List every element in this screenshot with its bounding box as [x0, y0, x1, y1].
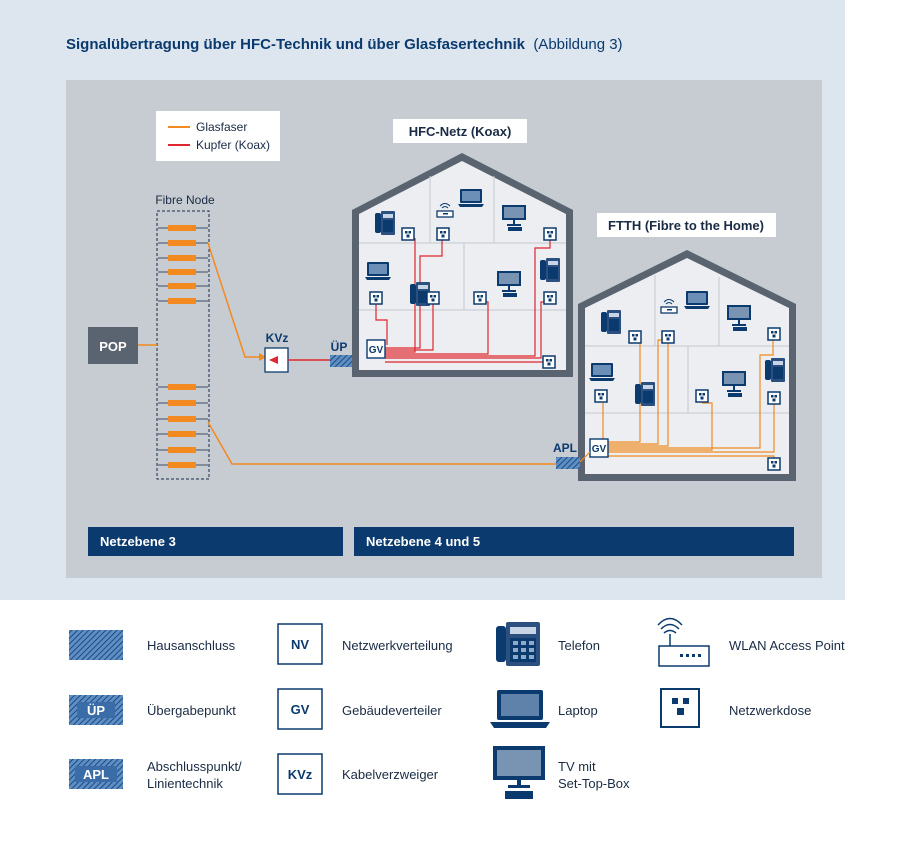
house-ftth-laptop-icon: [589, 363, 615, 381]
house-hfc-jack-icon: [543, 227, 557, 241]
house-hfc-jack-icon: [426, 291, 440, 305]
gv-icon: [277, 688, 323, 730]
apl-legend-code: APL: [83, 767, 109, 782]
house-ftth-jack-icon: [661, 330, 675, 344]
fiber-legend-label: Glasfaser: [196, 120, 247, 134]
nv-icon: [277, 623, 323, 665]
fiber-to-kvz: [207, 242, 265, 358]
netzwerkdose-label: Netzwerkdose: [729, 703, 812, 718]
netzebene-45-band: [354, 527, 794, 556]
tv-label-line2: Set-Top-Box: [558, 776, 630, 791]
house-hfc-laptop-icon: [458, 189, 484, 207]
house-hfc-copper-lines: [375, 236, 551, 363]
line-legend-box: [156, 111, 280, 161]
house-ftth-phone-icon: [635, 382, 655, 406]
house-hfc-jack-icon: [473, 291, 487, 305]
uebergabepunkt-label: Übergabepunkt: [147, 703, 236, 718]
copper-legend-label: Kupfer (Koax): [196, 138, 270, 152]
pop-box: [88, 327, 138, 364]
up-hatch: [330, 355, 355, 367]
house-hfc-jack-icon: [543, 291, 557, 305]
up-legend-code: ÜP: [87, 703, 105, 718]
tv-icon: [493, 746, 545, 799]
house-ftth-jack-icon: [594, 389, 608, 403]
fibre-node-box: [156, 210, 210, 480]
apl-legend-label-line2: Linientechnik: [147, 776, 223, 791]
netzebene-45-label: Netzebene 4 und 5: [366, 534, 480, 549]
house-ftth-jack-icon: [767, 391, 781, 405]
fibre-node-connectors: [158, 227, 208, 466]
house-hfc-jack-icon: [369, 291, 383, 305]
fiber-arrow: [259, 353, 266, 361]
apl-hatch: [556, 457, 580, 469]
kvz-label: KVz: [266, 331, 289, 345]
house-ftth-gv-label: GV: [592, 444, 607, 455]
netzwerkdose-icon: [660, 688, 700, 728]
house-ftth-phone-icon: [601, 310, 621, 334]
house-ftth-phone-icon: [765, 358, 785, 382]
nv-legend-code: NV: [291, 637, 309, 652]
fibre-node-ports-lower: [168, 384, 196, 468]
up-label: ÜP: [331, 339, 348, 354]
house-hfc-gv-box: [366, 339, 386, 359]
fiber-to-apl: [207, 421, 556, 465]
figure-title-bold: Signalübertragung über HFC-Technik und ü…: [66, 36, 525, 53]
kvz-arrow: [269, 356, 278, 364]
apl-label: APL: [553, 441, 577, 455]
house-ftth-jack-icon: [628, 330, 642, 344]
pop-label: POP: [99, 339, 127, 354]
house-ftth-jack-icon: [695, 389, 709, 403]
fiber-apl-to-gv: [579, 451, 591, 463]
nv-label: Netzwerkverteilung: [342, 638, 453, 653]
house-hfc-walls: [359, 176, 566, 311]
kvz-legend-code: KVz: [288, 767, 313, 782]
laptop-label: Laptop: [558, 703, 598, 718]
house-ftth-gv-box: [589, 438, 609, 458]
fibre-node-ports-upper: [168, 225, 196, 304]
house-hfc-phone-icon: [375, 211, 395, 235]
house-ftth-jack-icon: [767, 327, 781, 341]
wlan-access-point-icon: [657, 617, 710, 667]
gv-legend-code: GV: [291, 702, 310, 717]
house-hfc-gv-label: GV: [369, 345, 384, 356]
house-ftth-title: FTTH (Fibre to the Home): [608, 218, 764, 233]
house-hfc-laptop-icon: [365, 262, 391, 280]
netzebene-3-label: Netzebene 3: [100, 534, 176, 549]
kvz-legend-label: Kabelverzweiger: [342, 767, 439, 782]
tv-label-line1: TV mit: [558, 759, 596, 774]
laptop-icon: [490, 690, 550, 728]
house-ftth-jack-icon: [767, 457, 781, 471]
gv-label: Gebäudeverteiler: [342, 703, 442, 718]
figure-title-suffix: (Abbildung 3): [533, 36, 623, 53]
house-hfc-title: HFC-Netz (Koax): [409, 124, 512, 139]
house-ftth-walls: [585, 275, 789, 414]
house-ftth-title-box: [597, 213, 776, 237]
house-ftth-laptop-icon: [684, 291, 710, 309]
house-hfc-jack-icon: [436, 227, 450, 241]
hausanschluss-icon: [69, 630, 123, 660]
house-hfc-phone-icon: [540, 258, 560, 282]
house-hfc-jack-icon: [542, 355, 556, 369]
fibre-node-label: Fibre Node: [155, 193, 215, 207]
house-hfc-jack-icon: [401, 227, 415, 241]
figure-title: Signalübertragung über HFC-Technik und ü…: [66, 36, 623, 53]
telefon-label: Telefon: [558, 638, 600, 653]
house-hfc-title-box: [393, 119, 527, 143]
hausanschluss-label: Hausanschluss: [147, 638, 236, 653]
netzebene-3-band: [88, 527, 343, 556]
apl-legend-label-line1: Abschlusspunkt/: [147, 759, 242, 774]
kvz-icon: [277, 753, 323, 795]
wlan-label: WLAN Access Point: [729, 638, 845, 653]
telefon-icon: [496, 622, 540, 666]
